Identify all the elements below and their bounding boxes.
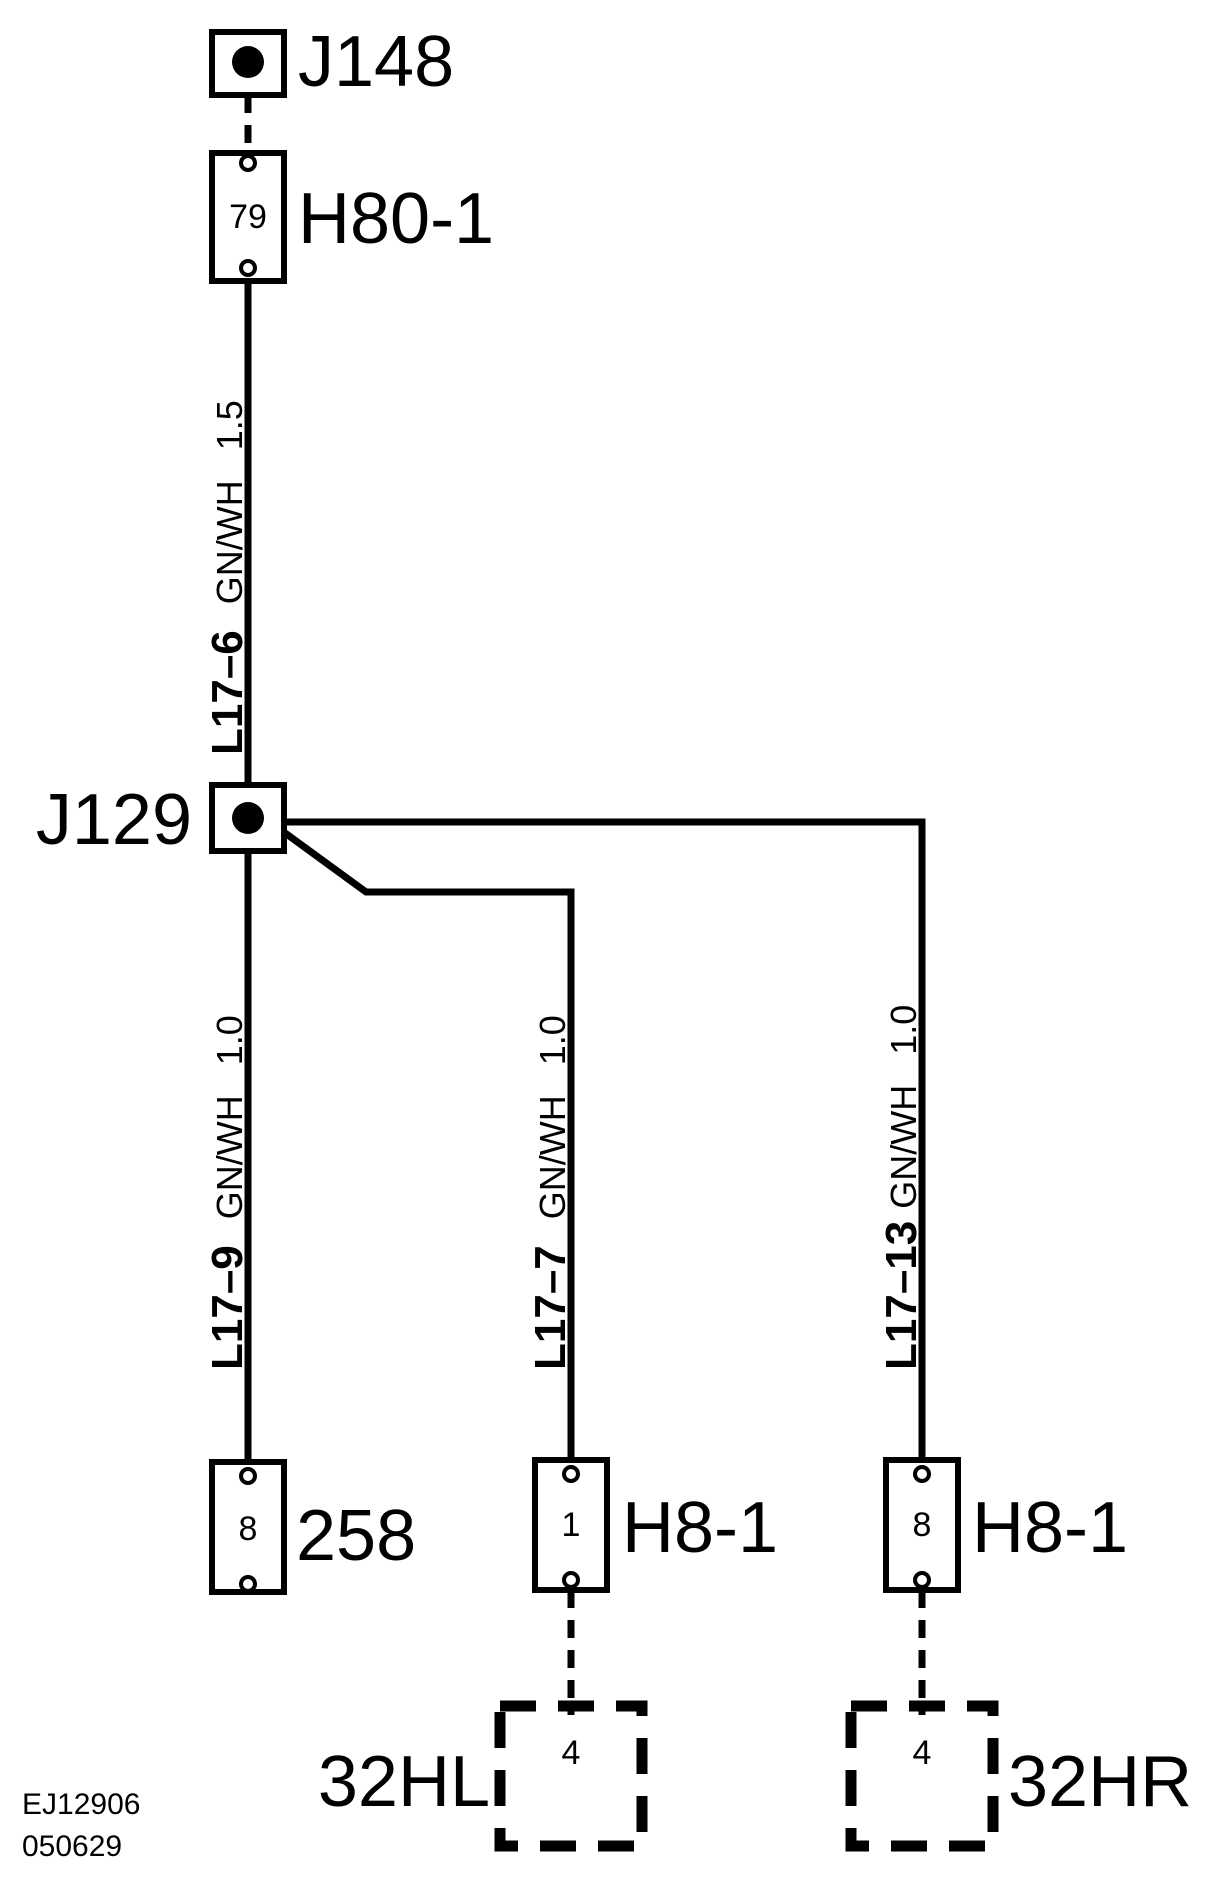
pin-dot bbox=[913, 1465, 931, 1483]
pin-number: 8 bbox=[239, 1510, 258, 1548]
label-32hr: 32HR bbox=[1008, 1742, 1192, 1822]
wire-l17-13[interactable] bbox=[278, 818, 926, 1470]
wire-label-top: L17–6 GN/WH 1.5 bbox=[203, 400, 252, 755]
wire-id: L17–13 bbox=[877, 1221, 926, 1370]
connector-h8-1-left[interactable] bbox=[532, 1457, 610, 1593]
wire-color: GN/WH bbox=[532, 1095, 573, 1219]
wire-id: L17–7 bbox=[526, 1245, 575, 1370]
label-h80-1: H80-1 bbox=[298, 179, 494, 259]
wire-color: GN/WH bbox=[209, 1095, 250, 1219]
pin-dot bbox=[239, 154, 257, 172]
splice-dot bbox=[232, 802, 264, 834]
reference-date: 050629 bbox=[22, 1830, 122, 1863]
label-h8-1-right: H8-1 bbox=[972, 1488, 1128, 1568]
wire-label-right: L17–13 GN/WH 1.0 bbox=[877, 1005, 926, 1370]
label-32hl: 32HL bbox=[318, 1742, 490, 1822]
pin-dot bbox=[913, 1571, 931, 1589]
pin-number: 4 bbox=[913, 1734, 932, 1772]
label-j148: J148 bbox=[298, 22, 454, 102]
splice-dot bbox=[232, 46, 264, 78]
connector-258[interactable] bbox=[209, 1459, 287, 1595]
wire-id: L17–6 bbox=[203, 630, 252, 755]
wire-size: 1.0 bbox=[209, 1015, 250, 1065]
label-j129: J129 bbox=[36, 780, 192, 860]
wire-color: GN/WH bbox=[209, 480, 250, 604]
pin-number: 79 bbox=[229, 198, 267, 236]
label-258: 258 bbox=[296, 1496, 416, 1576]
wire-label-middle: L17–7 GN/WH 1.0 bbox=[526, 1015, 575, 1370]
pin-dot bbox=[239, 1575, 257, 1593]
pin-dot bbox=[562, 1465, 580, 1483]
component-32hl[interactable] bbox=[494, 1700, 648, 1852]
svg-text:L17–9 GN/WH 1.0: L17–9 GN/WH 1.0 bbox=[203, 1015, 252, 1370]
wire-size: 1.0 bbox=[532, 1015, 573, 1065]
pin-number: 4 bbox=[562, 1734, 581, 1772]
label-h8-1-left: H8-1 bbox=[622, 1488, 778, 1568]
pin-number: 1 bbox=[562, 1506, 581, 1544]
wire-size: 1.5 bbox=[209, 400, 250, 450]
connector-h8-1-right[interactable] bbox=[883, 1457, 961, 1593]
connector-h80-1[interactable] bbox=[209, 150, 287, 284]
wire-label-left: L17–9 GN/WH 1.0 bbox=[203, 1015, 252, 1370]
component-32hr[interactable] bbox=[845, 1700, 999, 1852]
wire-size: 1.0 bbox=[883, 1005, 924, 1055]
splice-j148[interactable] bbox=[209, 29, 287, 98]
pin-number: 8 bbox=[913, 1506, 932, 1544]
svg-text:L17–6 GN/WH 1.5: L17–6 GN/WH 1.5 bbox=[203, 400, 252, 755]
svg-text:L17–13 GN/WH 1.0: L17–13 GN/WH 1.0 bbox=[877, 1005, 926, 1370]
wire-id: L17–9 bbox=[203, 1245, 252, 1370]
pin-dot bbox=[239, 259, 257, 277]
wire-l17-7[interactable] bbox=[267, 819, 575, 1470]
svg-text:L17–7 GN/WH 1.0: L17–7 GN/WH 1.0 bbox=[526, 1015, 575, 1370]
splice-j129[interactable] bbox=[209, 782, 287, 854]
pin-dot bbox=[239, 1467, 257, 1485]
wire-color: GN/WH bbox=[883, 1085, 924, 1209]
reference-code: EJ12906 bbox=[22, 1788, 140, 1821]
pin-dot bbox=[562, 1571, 580, 1589]
